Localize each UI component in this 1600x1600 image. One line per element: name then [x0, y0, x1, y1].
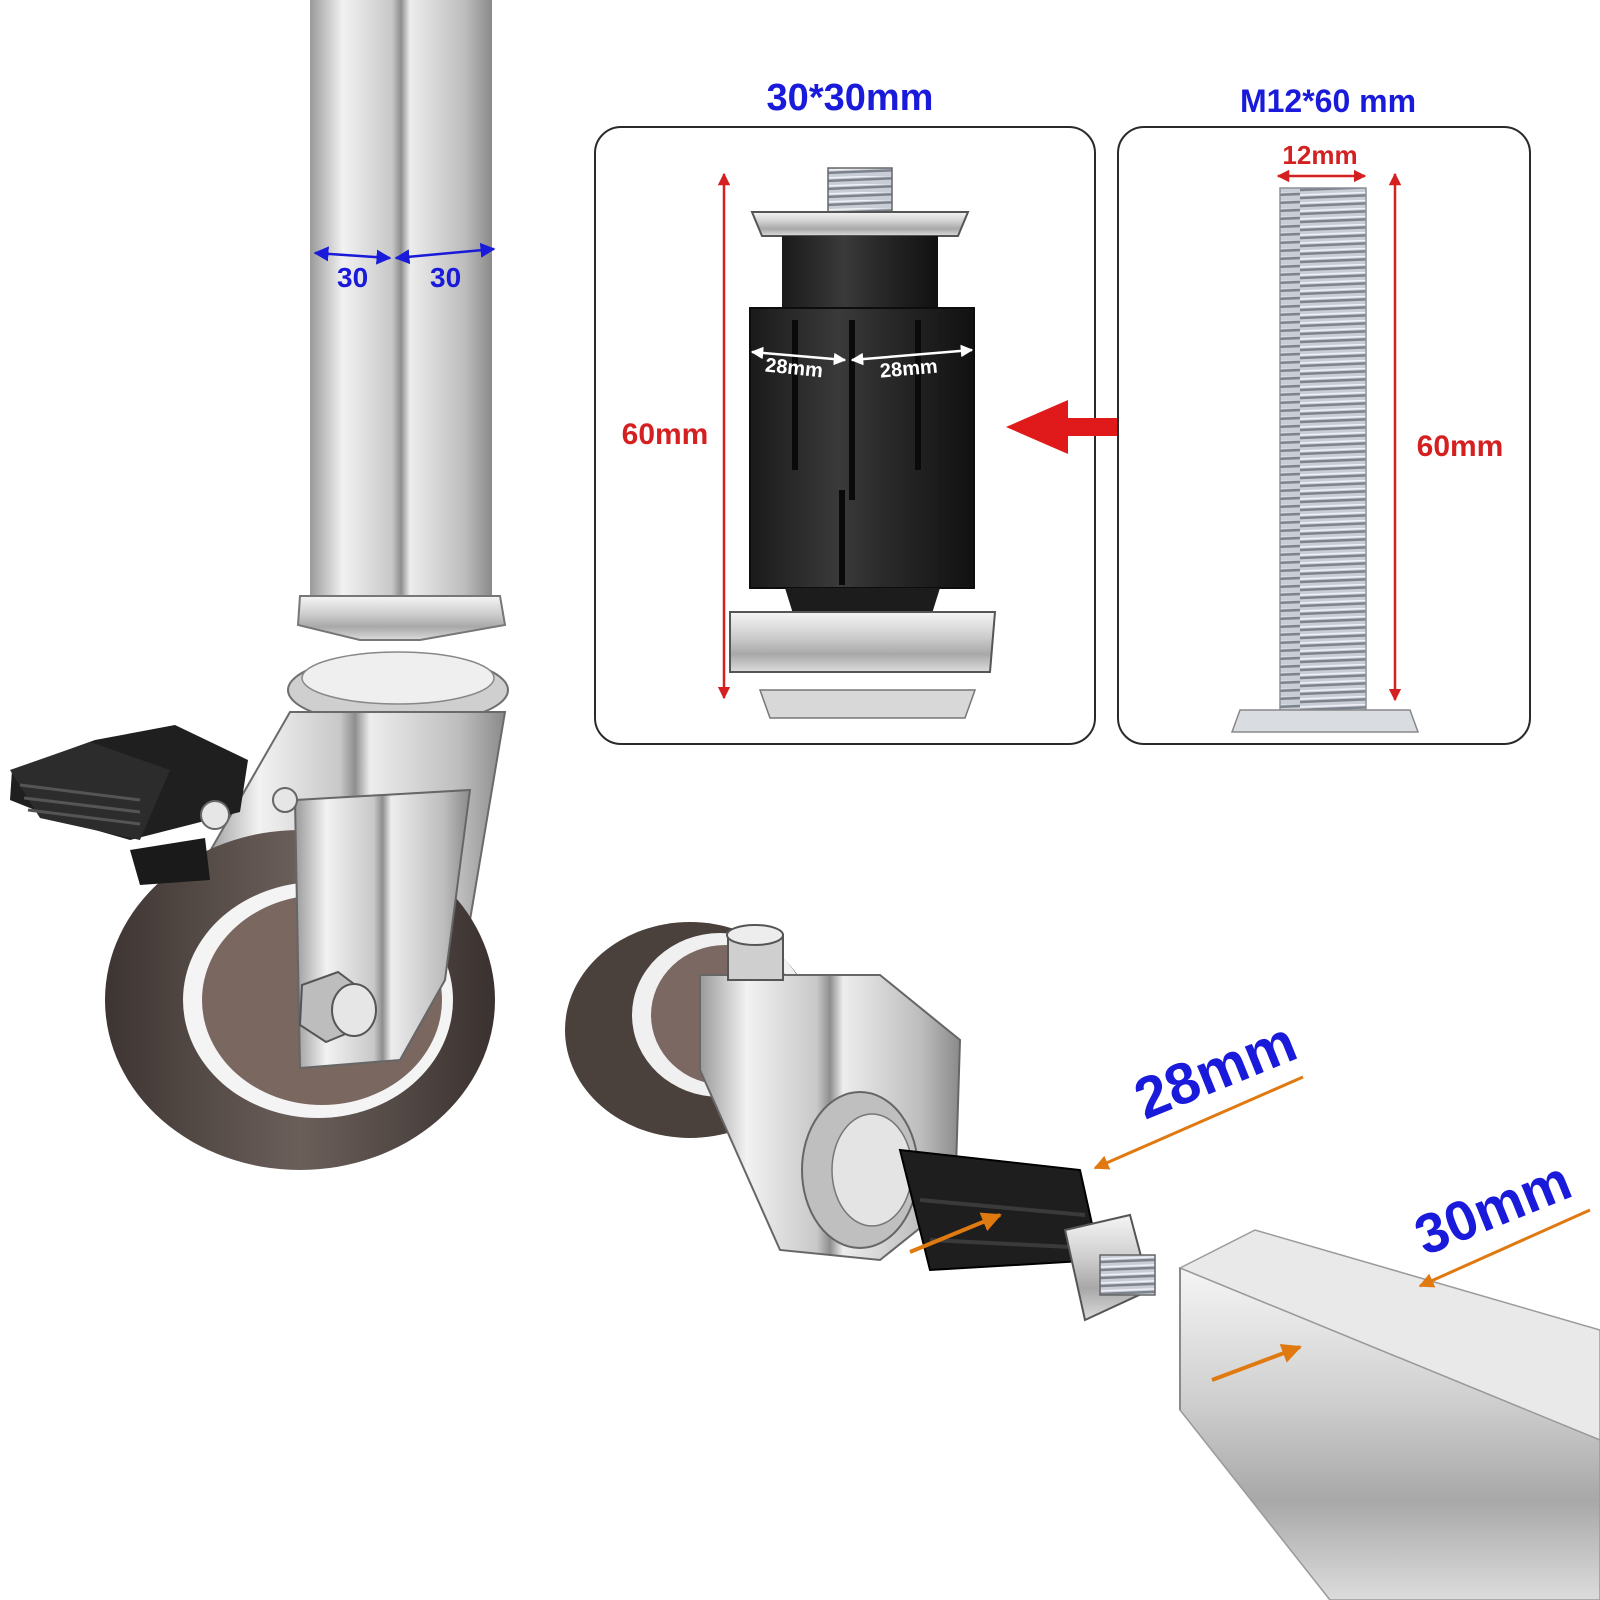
- square-tube-horizontal: [1178, 1229, 1600, 1600]
- kingpin-nut: [726, 924, 784, 981]
- tube-size-pointer: [1418, 1208, 1591, 1288]
- square-tube-vertical: [310, 0, 492, 600]
- rivet-icon: [272, 787, 298, 813]
- tube-width-left-label: 30: [337, 262, 368, 293]
- axle-bolt: [298, 970, 377, 1044]
- insert-panel-title: 30*30mm: [767, 77, 934, 119]
- insert-size-label: 28mm: [1126, 1009, 1306, 1132]
- tube-width-right-arrow: [394, 242, 496, 265]
- bolt-panel-title: M12*60 mm: [1240, 83, 1416, 119]
- bolt-length-label: 60mm: [1417, 430, 1504, 463]
- insert-stud: [827, 167, 893, 215]
- insert-end-stud: [1099, 1254, 1156, 1296]
- insert-bottom-plate: [729, 611, 997, 673]
- insert-size-pointer: [1093, 1075, 1304, 1170]
- vertical-caster-assembly: 30 30: [10, 0, 509, 1170]
- brake-pedal: [10, 725, 248, 885]
- insert-width-right-label: 28mm: [879, 356, 939, 383]
- horizontal-caster-assembly: [565, 922, 1156, 1322]
- tube-width-right-label: 30: [430, 262, 461, 293]
- rivet-icon: [200, 800, 230, 830]
- insert-top-plate: [750, 211, 970, 237]
- tube-orange-arrow: [1211, 1343, 1302, 1382]
- insert-panel: 28mm 28mm 60mm: [594, 126, 1096, 745]
- tube-size-label: 30mm: [1406, 1148, 1580, 1267]
- bolt-base-plate: [1230, 709, 1420, 733]
- insert-width-right-arrow: [850, 344, 974, 366]
- insert-flange-plate: [296, 595, 507, 641]
- bolt-diameter-label: 12mm: [1282, 140, 1357, 170]
- bolt-threaded-shaft: [1279, 187, 1367, 714]
- bolt-panel: 12mm 60mm: [1117, 126, 1531, 745]
- insert-width-left-arrow: [750, 346, 847, 366]
- tube-width-left-arrow: [313, 246, 392, 265]
- insert-height-label: 60mm: [622, 418, 709, 451]
- insert-orange-arrow: [909, 1212, 1002, 1254]
- insert-body-upper: [782, 236, 938, 312]
- insert-body-main: [749, 307, 975, 589]
